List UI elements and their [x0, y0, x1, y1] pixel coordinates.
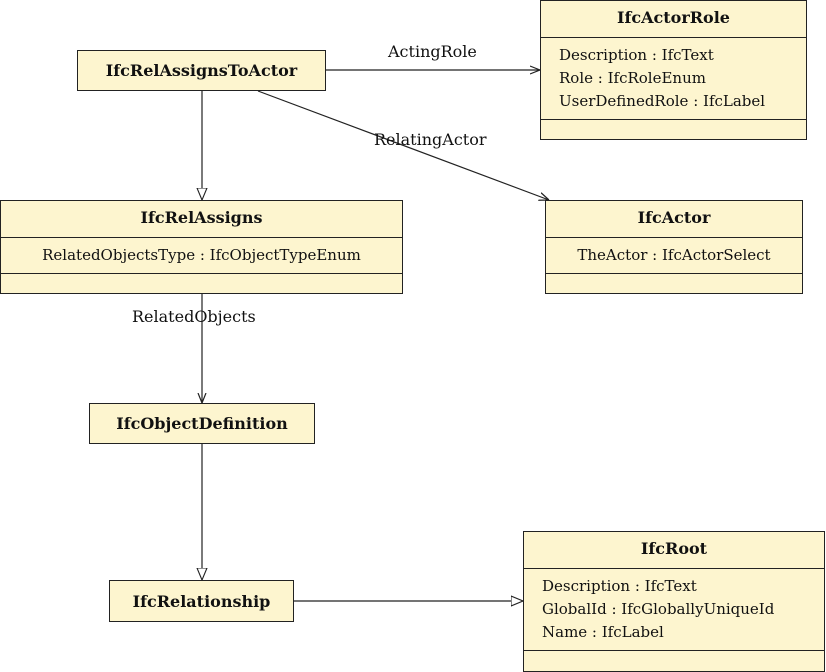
attribute: Description : IfcText — [559, 46, 714, 64]
class-ifcactorrole[interactable]: IfcActorRole Description : IfcText Role … — [540, 0, 807, 140]
attribute: RelatedObjectsType : IfcObjectTypeEnum — [42, 246, 361, 264]
edge-label-related-objects: RelatedObjects — [132, 307, 256, 326]
class-ifcactor[interactable]: IfcActor TheActor : IfcActorSelect — [545, 200, 803, 294]
class-name: IfcActorRole — [541, 1, 806, 38]
attribute: Name : IfcLabel — [542, 623, 664, 641]
class-name: IfcActor — [546, 201, 802, 238]
class-ifcrelassigns[interactable]: IfcRelAssigns RelatedObjectsType : IfcOb… — [0, 200, 403, 294]
edge-label-acting-role: ActingRole — [388, 42, 477, 61]
class-ifcroot[interactable]: IfcRoot Description : IfcText GlobalId :… — [523, 531, 825, 672]
attribute: Role : IfcRoleEnum — [559, 69, 706, 87]
attribute-list: Description : IfcText Role : IfcRoleEnum… — [541, 38, 806, 120]
attribute-list: RelatedObjectsType : IfcObjectTypeEnum — [1, 238, 402, 274]
class-name: IfcRoot — [524, 532, 824, 569]
attribute: UserDefinedRole : IfcLabel — [559, 92, 766, 110]
edge-relating-actor — [257, 90, 549, 200]
attribute: TheActor : IfcActorSelect — [577, 246, 771, 264]
class-ifcobjectdefinition[interactable]: IfcObjectDefinition — [89, 403, 315, 444]
edge-label-relating-actor: RelatingActor — [374, 130, 487, 149]
class-name: IfcObjectDefinition — [116, 414, 288, 433]
attribute: Description : IfcText — [542, 577, 697, 595]
class-ifcrelationship[interactable]: IfcRelationship — [109, 580, 294, 622]
attribute-list: TheActor : IfcActorSelect — [546, 238, 802, 274]
class-name: IfcRelAssignsToActor — [105, 61, 298, 80]
attribute-list: Description : IfcText GlobalId : IfcGlob… — [524, 569, 824, 651]
class-name: IfcRelationship — [132, 591, 271, 611]
class-name: IfcRelAssigns — [1, 201, 402, 238]
class-ifcrelassignstoactor[interactable]: IfcRelAssignsToActor — [77, 50, 326, 91]
attribute: GlobalId : IfcGloballyUniqueId — [542, 600, 775, 618]
